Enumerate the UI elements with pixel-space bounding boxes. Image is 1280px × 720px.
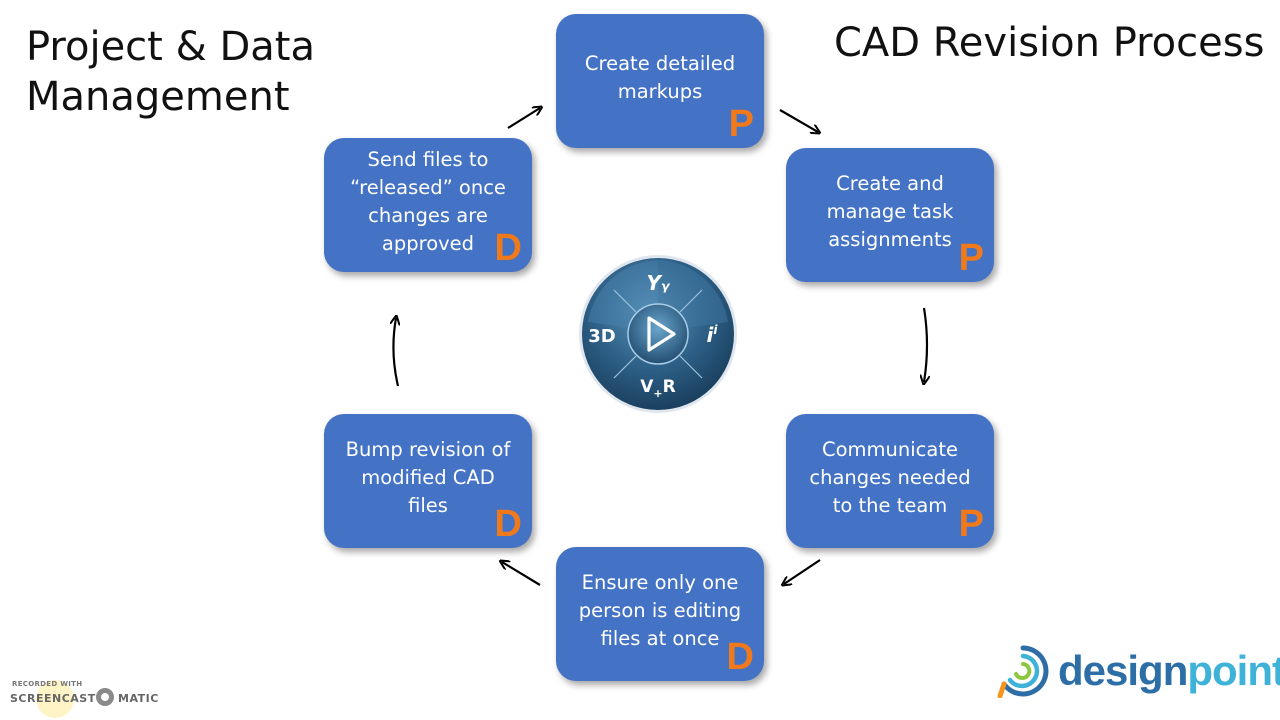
step-label: Create detailed markups <box>584 52 736 103</box>
svg-text:Yᵧ: Yᵧ <box>646 271 670 295</box>
step-label: Ensure only one person is editing files … <box>578 571 742 650</box>
arrow-1-to-2 <box>779 109 818 132</box>
step-bump-revision: Bump revision of modified CAD files D <box>324 414 532 548</box>
step-tag: D <box>494 503 522 545</box>
watermark-left: SCREENCAST <box>10 692 96 705</box>
step-label: Send files to “released” once changes ar… <box>350 148 506 255</box>
step-label: Bump revision of modified CAD files <box>345 438 511 517</box>
step-tag: D <box>494 227 522 269</box>
step-label: Create and manage task assignments <box>826 172 954 251</box>
brand-name: designpoint <box>1058 647 1280 694</box>
step-tag: P <box>728 103 754 145</box>
screencast-logo-icon <box>96 688 114 706</box>
step-task-assignments: Create and manage task assignments P <box>786 148 994 282</box>
designpoint-logo: designpoint <box>996 644 1280 698</box>
step-tag: D <box>726 636 754 678</box>
svg-text:V+R: V+R <box>640 377 675 400</box>
step-create-markups: Create detailed markups P <box>556 14 764 148</box>
svg-text:ii: ii <box>707 323 719 347</box>
step-tag: P <box>958 503 984 545</box>
page-title: CAD Revision Process <box>834 20 1265 66</box>
step-tag: P <box>958 237 984 279</box>
arrow-4-to-5 <box>502 562 541 586</box>
3dexperience-compass-icon: Yᵧ 3D ii V+R <box>579 255 737 413</box>
arrow-5-to-6 <box>393 318 398 387</box>
arrow-3-to-4 <box>784 559 821 584</box>
step-label: Communicate changes needed to the team <box>809 438 971 517</box>
cursor-highlight <box>36 680 74 718</box>
watermark-right: MATIC <box>118 692 159 705</box>
step-single-editor: Ensure only one person is editing files … <box>556 547 764 681</box>
designpoint-logo-icon <box>997 645 1049 698</box>
arrow-2-to-3 <box>924 307 927 382</box>
svg-text:3D: 3D <box>588 326 615 347</box>
arrow-6-to-1 <box>507 108 540 129</box>
recording-watermark: RECORDED WITH SCREENCAST MATIC <box>8 678 178 718</box>
step-send-released: Send files to “released” once changes ar… <box>324 138 532 272</box>
step-communicate-changes: Communicate changes needed to the team P <box>786 414 994 548</box>
watermark-caption: RECORDED WITH <box>12 680 83 688</box>
section-title: Project & Data Management <box>26 24 315 120</box>
